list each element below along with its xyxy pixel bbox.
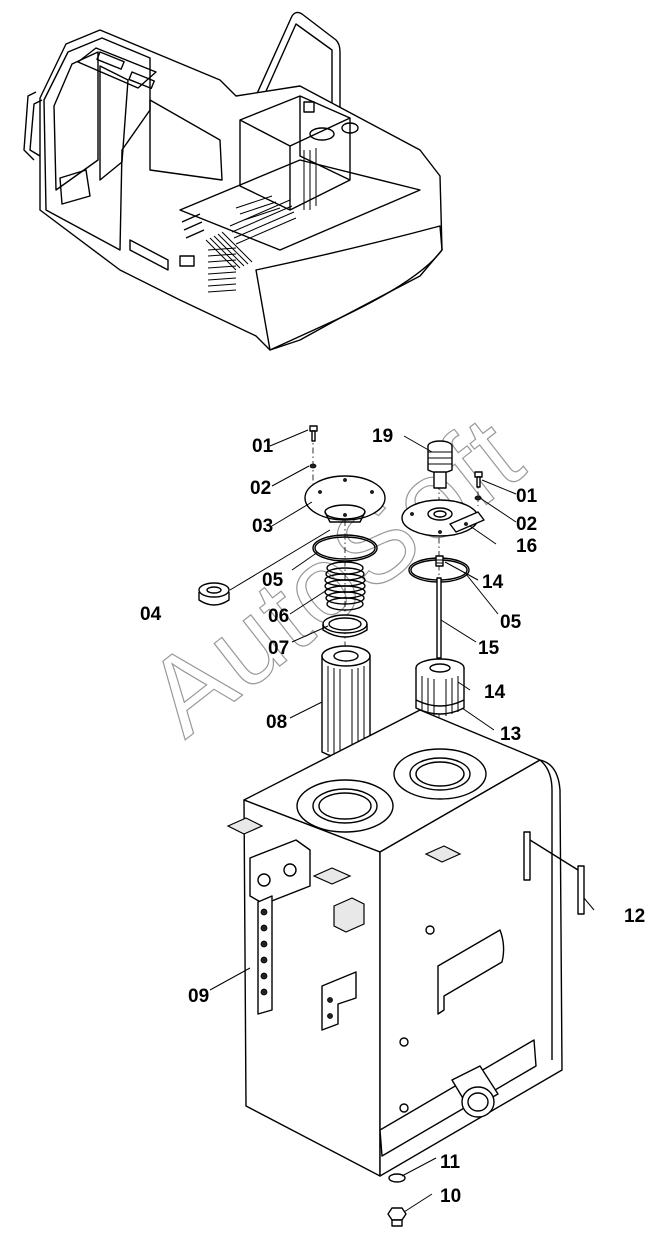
callout-06: 06 <box>268 606 289 627</box>
part-16-cover <box>401 499 485 537</box>
part-02-washer-right <box>474 495 482 501</box>
part-05-oring-left <box>312 534 378 562</box>
callout-01-left: 01 <box>252 436 274 457</box>
part-10-drain-plug <box>387 1207 407 1227</box>
callout-09: 09 <box>188 986 209 1007</box>
engine-grille <box>205 199 297 293</box>
callout-19: 19 <box>372 426 393 447</box>
callout-10: 10 <box>440 1186 461 1207</box>
callout-04: 04 <box>140 604 162 625</box>
callout-02-left: 02 <box>250 478 271 499</box>
part-09-manifold <box>249 839 311 1015</box>
callout-05-right: 05 <box>500 612 522 633</box>
callout-01-right: 01 <box>516 486 538 507</box>
suction-outlet <box>379 1039 537 1157</box>
handrail <box>245 11 341 119</box>
callout-11: 11 <box>440 1152 461 1173</box>
part-14-top <box>435 555 444 567</box>
callout-14-lower: 14 <box>484 682 506 703</box>
callout-14-upper: 14 <box>482 572 504 593</box>
leader-lines <box>209 429 595 1213</box>
callout-07: 07 <box>268 638 289 659</box>
callout-labels: 01 02 03 04 05 06 07 08 09 10 11 12 13 1… <box>140 426 645 1207</box>
callout-03: 03 <box>252 516 273 537</box>
callout-02-right: 02 <box>516 514 537 535</box>
callout-13: 13 <box>500 724 521 745</box>
part-08-filter-element <box>321 645 371 759</box>
callout-16: 16 <box>516 536 537 557</box>
hydraulic-tank <box>226 709 585 1227</box>
part-06-spring <box>324 561 366 611</box>
callout-05-left: 05 <box>262 570 284 591</box>
part-04-magnet <box>198 582 230 606</box>
part-01-bolt-left <box>309 425 318 442</box>
excavator-overview <box>23 11 443 351</box>
tank-port-left <box>296 779 394 833</box>
part-12-clip <box>523 831 585 915</box>
part-07-ring <box>322 614 368 638</box>
part-11-washer <box>388 1173 406 1183</box>
part-01-bolt-right <box>474 471 483 488</box>
part-15-rod <box>436 577 442 659</box>
callout-08: 08 <box>266 712 287 733</box>
part-19-breather <box>427 440 453 489</box>
callout-15: 15 <box>478 638 500 659</box>
part-03-cover <box>304 475 386 523</box>
side-bracket <box>321 971 357 1031</box>
part-13-strainer <box>415 658 465 716</box>
callout-12: 12 <box>624 906 645 927</box>
tank-port-right <box>393 748 487 800</box>
part-02-washer-left <box>309 463 317 469</box>
